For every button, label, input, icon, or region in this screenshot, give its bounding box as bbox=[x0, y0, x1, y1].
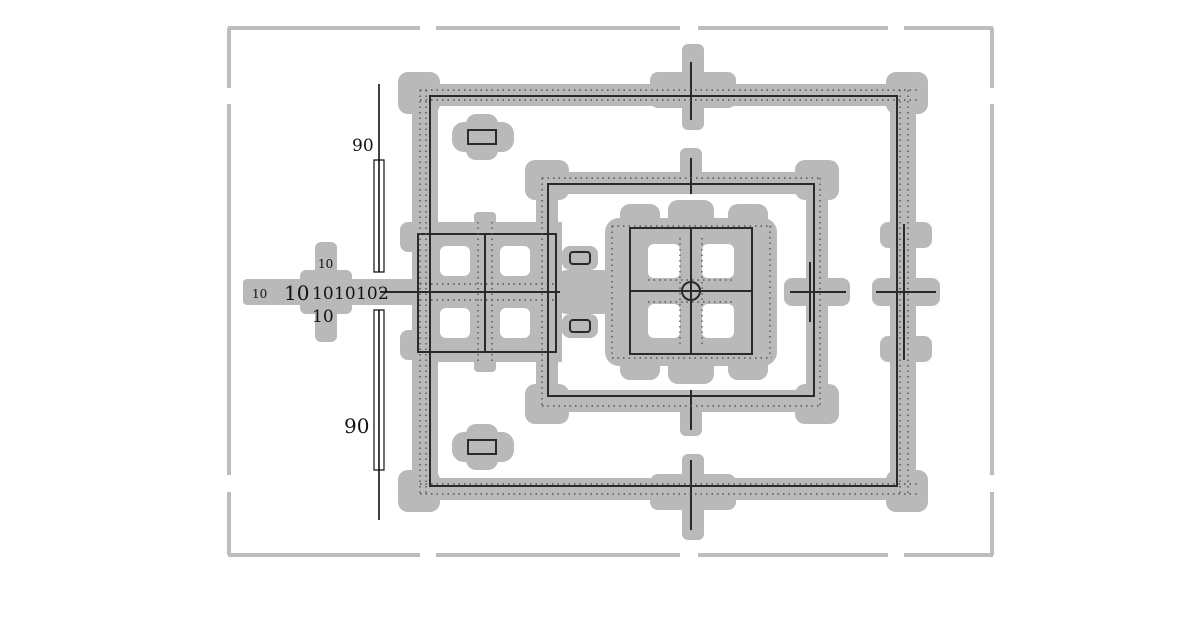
label-bottom-10: 10 bbox=[312, 307, 334, 327]
dimension-labels: 10 10 10 10 10 2 10 10 90 90 bbox=[252, 136, 389, 438]
outer-boundary bbox=[227, 26, 994, 557]
courtyards bbox=[440, 244, 734, 338]
label-dimension-bottom: 90 bbox=[344, 414, 369, 438]
label-row-b: 10 bbox=[312, 284, 334, 304]
colonnades bbox=[419, 89, 920, 495]
label-row-c: 10 bbox=[334, 284, 356, 304]
label-row-d: 10 bbox=[356, 284, 378, 304]
label-top-10: 10 bbox=[318, 257, 333, 271]
dimension-line bbox=[373, 84, 385, 520]
label-left-10: 10 bbox=[252, 287, 267, 301]
label-row-a: 10 bbox=[284, 281, 309, 305]
walls bbox=[380, 62, 936, 530]
label-row-end: 2 bbox=[378, 284, 389, 304]
label-dimension-top: 90 bbox=[352, 136, 374, 156]
